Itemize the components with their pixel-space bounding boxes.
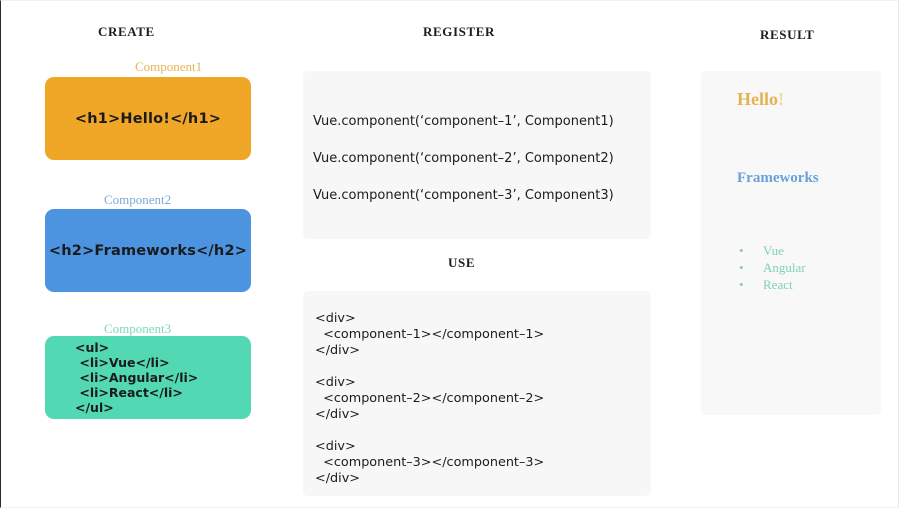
- component1-label: Component1: [135, 59, 203, 74]
- use-code-panel: <div> <component–1></component–1> </div>…: [303, 291, 651, 496]
- bullet-icon: •: [739, 243, 744, 258]
- component2-label: Component2: [104, 192, 172, 207]
- list-item-label: React: [763, 277, 793, 292]
- register-line: Vue.component(‘component–3’, Component3): [313, 188, 614, 203]
- bullet-icon: •: [739, 277, 744, 292]
- result-framework-list: • Vue • Angular • React: [735, 242, 806, 293]
- list-item-label: Angular: [763, 260, 806, 275]
- result-heading-hello: Hello!: [737, 89, 784, 110]
- register-line: Vue.component(‘component–1’, Component1): [313, 114, 614, 129]
- component2-box: <h2>Frameworks</h2>: [45, 209, 251, 292]
- use-block: <div> <component–3></component–3> </div>: [315, 439, 545, 486]
- use-block: <div> <component–1></component–1> </div>: [315, 311, 545, 358]
- component1-box: <h1>Hello!</h1>: [45, 77, 251, 160]
- component2-code: <h2>Frameworks</h2>: [48, 242, 248, 259]
- list-item: • Vue: [735, 242, 806, 259]
- result-heading-frameworks: Frameworks: [737, 170, 819, 186]
- result-heading-hello-text: Hello: [737, 89, 778, 109]
- list-item: • React: [735, 276, 806, 293]
- column-heading-use: USE: [448, 255, 476, 270]
- component1-code: <h1>Hello!</h1>: [74, 110, 222, 127]
- component3-box: <ul> <li>Vue</li> <li>Angular</li> <li>R…: [45, 336, 251, 419]
- component3-label: Component3: [104, 321, 172, 336]
- use-block: <div> <component–2></component–2> </div>: [315, 375, 545, 422]
- register-code-panel: Vue.component(‘component–1’, Component1)…: [303, 71, 651, 239]
- list-item: • Angular: [735, 259, 806, 276]
- list-item-label: Vue: [763, 243, 784, 258]
- register-line: Vue.component(‘component–2’, Component2): [313, 151, 614, 166]
- column-heading-register: REGISTER: [423, 24, 495, 39]
- component3-code: <ul> <li>Vue</li> <li>Angular</li> <li>R…: [75, 340, 199, 415]
- result-heading-hello-exclamation: !: [778, 89, 784, 109]
- column-heading-create: CREATE: [98, 24, 155, 39]
- result-preview-panel: Hello! Frameworks • Vue • Angular • React: [701, 71, 881, 415]
- column-heading-result: RESULT: [760, 27, 815, 42]
- bullet-icon: •: [739, 260, 744, 275]
